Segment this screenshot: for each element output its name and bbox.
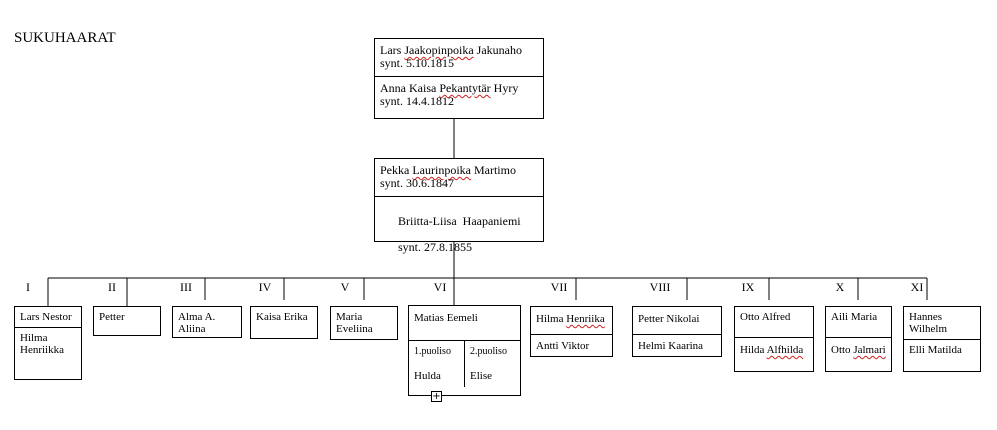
spouse-1-cell: 1.puoliso Hulda [409,341,464,387]
branch-numeral-5: V [340,280,350,294]
second-husband-patronym: Laurinpoika [412,163,471,177]
branch-child-first: Hilma [536,313,567,325]
branch-numeral-7: VII [550,280,568,294]
branch-spouse: Hilma Henriikka [15,327,81,360]
branch-box-7[interactable]: Hilma Henriika Antti Viktor [530,306,613,357]
branch-spouse: Otto Jalmari [826,337,891,360]
branch-spouse-first: Hilda [740,344,767,356]
spouse-2-name: Elise [470,370,492,382]
spouse-1-label: 1.puoliso [414,346,451,357]
root-husband-patronym: Jaakopinpoika [404,43,474,57]
branch-spouse: Helmi Kaarina [633,334,721,356]
branch-numeral-10: X [835,280,845,294]
branch-child: Alma A. Aliina [178,311,216,335]
branch-numeral-3: III [180,280,192,294]
second-husband-cell: Pekka Laurinpoika Martimo synt. 30.6.184… [375,159,543,196]
branch-box-11[interactable]: Hannes Wilhelm Elli Matilda [903,306,981,372]
root-husband-first: Lars [380,43,405,57]
second-husband-surname: Martimo [470,163,516,177]
branch-numeral-2: II [108,280,116,294]
branch-numeral-1: I [26,280,30,294]
page-title: SUKUHAARAT [14,30,116,46]
branch-box-4[interactable]: Kaisa Erika [250,306,318,339]
root-husband-cell: Lars Jaakopinpoika Jakunaho synt. 5.10.1… [375,39,543,76]
branch-box-9[interactable]: Otto Alfred Hilda Alfhilda [734,306,814,372]
root-wife-surname: Hyry [490,81,519,95]
branch-numeral-6: VI [433,280,447,294]
root-husband-surname: Jakunaho [473,43,522,57]
root-wife-first: Anna Kaisa [380,81,440,95]
branch-box-8[interactable]: Petter Nikolai Helmi Kaarina [632,306,722,357]
root-wife-cell: Anna Kaisa Pekantytär Hyry synt. 14.4.18… [375,76,543,114]
branch-child: Otto Alfred [740,311,791,323]
second-husband-first: Pekka [380,163,413,177]
branch-spouse: Hilda Alfhilda [735,337,813,360]
branch-spouse-second: Alfhilda [766,344,804,356]
spouse-2-cell: 2.puoliso Elise [464,341,520,387]
branch-numeral-9: IX [741,280,755,294]
second-wife-birth: synt. 27.8.1855 [398,240,473,254]
branch-box-3[interactable]: Alma A. Aliina [172,306,242,338]
branch-spouse: Antti Viktor [531,334,612,356]
branch-numeral-4: IV [258,280,272,294]
spouse-1-name: Hulda [414,370,441,382]
second-wife-cell: Briitta-Liisa Haapaniemi synt. 27.8.1855 [375,196,543,273]
branch-child: Petter Nikolai [638,313,700,325]
spouse-2-label: 2.puoliso [470,346,507,357]
branch-child: Petter [99,311,125,323]
branch-child: Matias Eemeli [414,312,478,324]
second-husband-birth: synt. 30.6.1847 [380,176,455,190]
branch-box-6[interactable]: Matias Eemeli 1.puoliso Hulda 2.puoliso … [408,305,521,396]
second-couple-box[interactable]: Pekka Laurinpoika Martimo synt. 30.6.184… [374,158,544,254]
branch-child: Hilma Henriika [531,307,612,334]
branch-numeral-8: VIII [649,280,671,294]
root-couple-box[interactable]: Lars Jaakopinpoika Jakunaho synt. 5.10.1… [374,38,544,119]
root-wife-birth: synt. 14.4.1812 [380,94,455,108]
branch-spouse-first: Otto [831,344,854,356]
branch-box-1[interactable]: Lars Nestor Hilma Henriikka [14,306,82,380]
branch-box-10[interactable]: Aili Maria Otto Jalmari [825,306,892,372]
branch-box-5[interactable]: Maria Eveliina [330,306,398,340]
branch-child: Lars Nestor [20,311,72,323]
branch-box-2[interactable]: Petter [93,306,161,336]
branch-spouse-second: Jalmari [853,344,886,356]
branch-child: Maria Eveliina [336,311,373,335]
root-wife-patronym: Pekantytär [439,81,491,95]
branch-numeral-11: XI [910,280,924,294]
spouse-split: 1.puoliso Hulda 2.puoliso Elise [409,340,520,387]
branch-child: Aili Maria [831,311,878,323]
branch-spouse: Elli Matilda [904,339,980,360]
second-wife-name: Briitta-Liisa Haapaniemi [398,214,521,228]
root-husband-birth: synt. 5.10.1815 [380,56,455,70]
branch-child: Kaisa Erika [256,311,308,323]
plus-box-icon[interactable]: + [431,391,442,402]
branch-child-second: Henriika [566,313,605,325]
branch-child: Hannes Wilhelm [909,311,948,335]
